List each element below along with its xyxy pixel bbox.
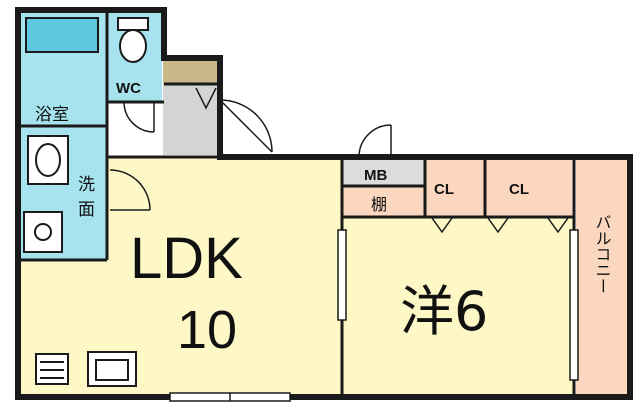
ldk-label: LDK — [130, 226, 243, 291]
shelf-label: 棚 — [371, 195, 387, 214]
closet-1 — [426, 160, 484, 216]
entry-floor — [163, 85, 219, 155]
western-room-floor — [342, 218, 574, 395]
mb-label: MB — [364, 167, 387, 184]
stove-icon — [35, 353, 69, 385]
mb-box — [342, 160, 424, 186]
wc-label: WC — [116, 80, 141, 97]
balcony-label: バルコニー — [593, 214, 612, 294]
shelf-box — [342, 186, 424, 216]
wash-label-1: 洗 — [78, 175, 95, 195]
windows — [169, 229, 579, 402]
closet-1-label: CL — [434, 181, 454, 198]
sink-icon — [87, 351, 137, 387]
toilet-icon — [117, 17, 149, 63]
walls — [15, 7, 633, 400]
washbasin-icon — [27, 135, 69, 185]
washing-machine-icon — [23, 211, 63, 253]
balcony-floor — [576, 160, 628, 397]
bath-label: 浴室 — [35, 105, 69, 125]
closet-2-label: CL — [509, 181, 529, 198]
shoe-box — [163, 60, 219, 84]
closet-2 — [486, 160, 572, 216]
western-room-label: 洋6 — [400, 280, 488, 343]
bathtub — [25, 17, 99, 53]
ldk-size: 10 — [177, 300, 237, 360]
wash-label-2: 面 — [78, 200, 95, 220]
doors — [109, 87, 569, 234]
